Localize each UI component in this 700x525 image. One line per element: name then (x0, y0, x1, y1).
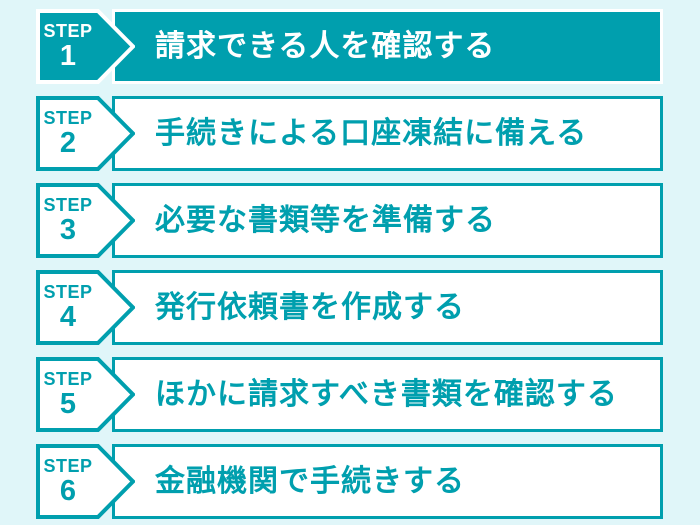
step-row-2: 手続きによる口座凍結に備える STEP 2 (0, 96, 700, 171)
step-arrow-icon (36, 9, 135, 84)
step-2-label: 手続きによる口座凍結に備える (155, 116, 588, 150)
step-5-label: ほかに請求すべき書類を確認する (155, 377, 618, 411)
step-row-1: 請求できる人を確認する STEP 1 (0, 9, 700, 84)
step-5-badge: STEP 5 (36, 357, 135, 432)
step-row-5: ほかに請求すべき書類を確認する STEP 5 (0, 357, 700, 432)
step-3-label: 必要な書類等を準備する (155, 203, 496, 237)
step-2-badge: STEP 2 (36, 96, 135, 171)
step-arrow-icon (36, 270, 135, 345)
step-arrow-icon (36, 357, 135, 432)
step-1-label: 請求できる人を確認する (155, 29, 496, 63)
step-1-badge: STEP 1 (36, 9, 135, 84)
step-4-label: 発行依頼書を作成する (155, 290, 465, 324)
step-6-label: 金融機関で手続きする (155, 464, 465, 498)
step-row-4: 発行依頼書を作成する STEP 4 (0, 270, 700, 345)
step-4-label-bar: 発行依頼書を作成する (112, 270, 663, 345)
step-6-label-bar: 金融機関で手続きする (112, 444, 663, 519)
step-row-3: 必要な書類等を準備する STEP 3 (0, 183, 700, 258)
step-row-6: 金融機関で手続きする STEP 6 (0, 444, 700, 519)
step-2-label-bar: 手続きによる口座凍結に備える (112, 96, 663, 171)
step-arrow-icon (36, 96, 135, 171)
step-3-badge: STEP 3 (36, 183, 135, 258)
step-6-badge: STEP 6 (36, 444, 135, 519)
step-4-badge: STEP 4 (36, 270, 135, 345)
step-arrow-icon (36, 444, 135, 519)
step-3-label-bar: 必要な書類等を準備する (112, 183, 663, 258)
step-5-label-bar: ほかに請求すべき書類を確認する (112, 357, 663, 432)
step-1-label-bar: 請求できる人を確認する (112, 9, 663, 84)
step-arrow-icon (36, 183, 135, 258)
